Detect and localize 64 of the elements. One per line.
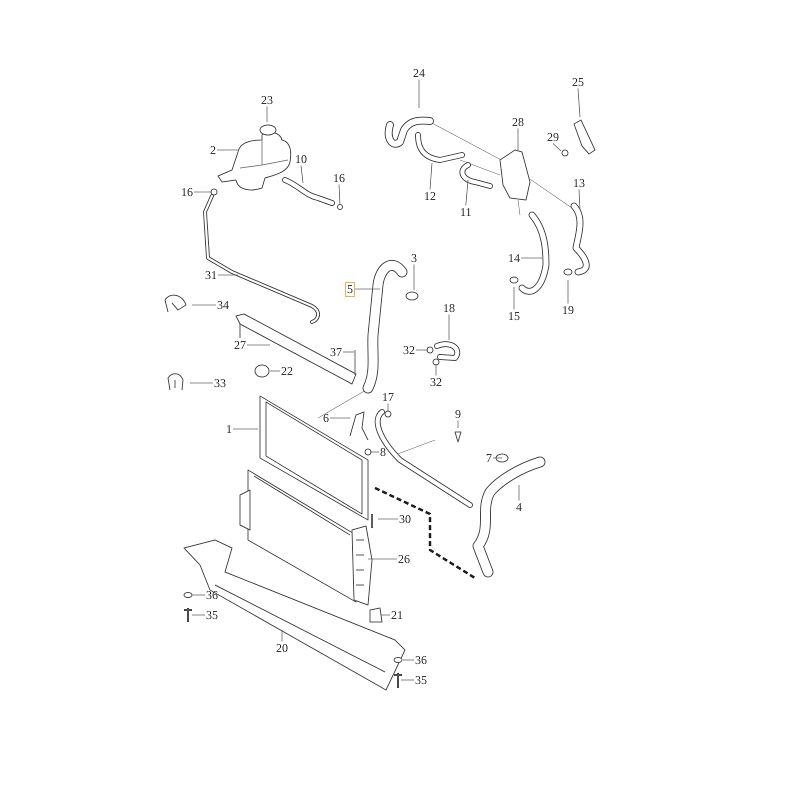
leader-line [380,614,390,616]
callout-number: 34 [216,298,230,312]
leader-line [246,344,270,346]
leader-line [218,274,238,276]
leader-line [354,288,380,290]
callout-number: 8 [379,446,387,458]
leader-line [192,614,206,616]
leader-line [192,304,216,306]
callout-number: 15 [507,310,521,322]
callout-number: 6 [322,412,330,424]
callout-number: 26 [397,552,411,566]
callout-number: 29 [546,130,560,144]
leader-line [378,518,398,520]
callout-number: 32 [402,344,416,356]
callout-number: 28 [511,116,525,128]
leader-line [518,484,520,501]
callout-number: 22 [280,364,294,378]
leader-line [578,189,580,210]
leader-line [465,180,468,206]
callout-number: 16 [332,172,346,184]
callout-number: 30 [398,512,412,526]
leader-line [266,106,268,122]
callout-number: 31 [204,268,218,282]
leader-line [578,88,580,118]
leader-line [418,79,420,108]
leader-line [430,162,432,190]
callout-number: 5 [346,282,354,296]
callout-number: 16 [180,186,194,198]
callout-number: 10 [294,152,308,166]
callout-number: 33 [213,376,227,390]
leader-line [232,428,258,430]
callout-number: 36 [205,588,219,602]
leader-line [192,594,206,596]
leader-line [300,165,304,184]
leader-line [338,184,340,206]
callout-number: 23 [260,94,274,106]
callout-number: 35 [205,608,219,622]
callout-number: 3 [410,252,418,264]
callout-number: 20 [275,642,289,654]
callout-number: 4 [515,500,523,514]
callout-number: 7 [485,452,493,464]
callout-number: 12 [423,190,437,202]
callout-number: 36 [414,654,428,666]
leader-line [190,382,214,384]
callout-number: 37 [329,346,343,358]
callout-number: 35 [414,674,428,686]
leader-line [368,558,398,560]
callout-number: 1 [225,422,233,436]
callout-number: 19 [561,304,575,316]
callout-number: 11 [459,206,473,218]
callout-number: 24 [412,66,426,80]
callout-number: 18 [442,302,456,314]
callout-number: 17 [381,390,395,404]
callout-number: 13 [572,176,586,190]
callout-number: 32 [429,376,443,388]
callout-number: 2 [209,144,217,156]
callout-number: 21 [390,608,404,622]
callout-number: 27 [233,338,247,352]
leader-line [552,143,562,152]
leader-line [270,370,280,372]
callout-number: 25 [571,76,585,88]
callout-number: 14 [507,252,521,264]
callout-number: 9 [454,408,462,420]
leader-line [448,314,450,340]
